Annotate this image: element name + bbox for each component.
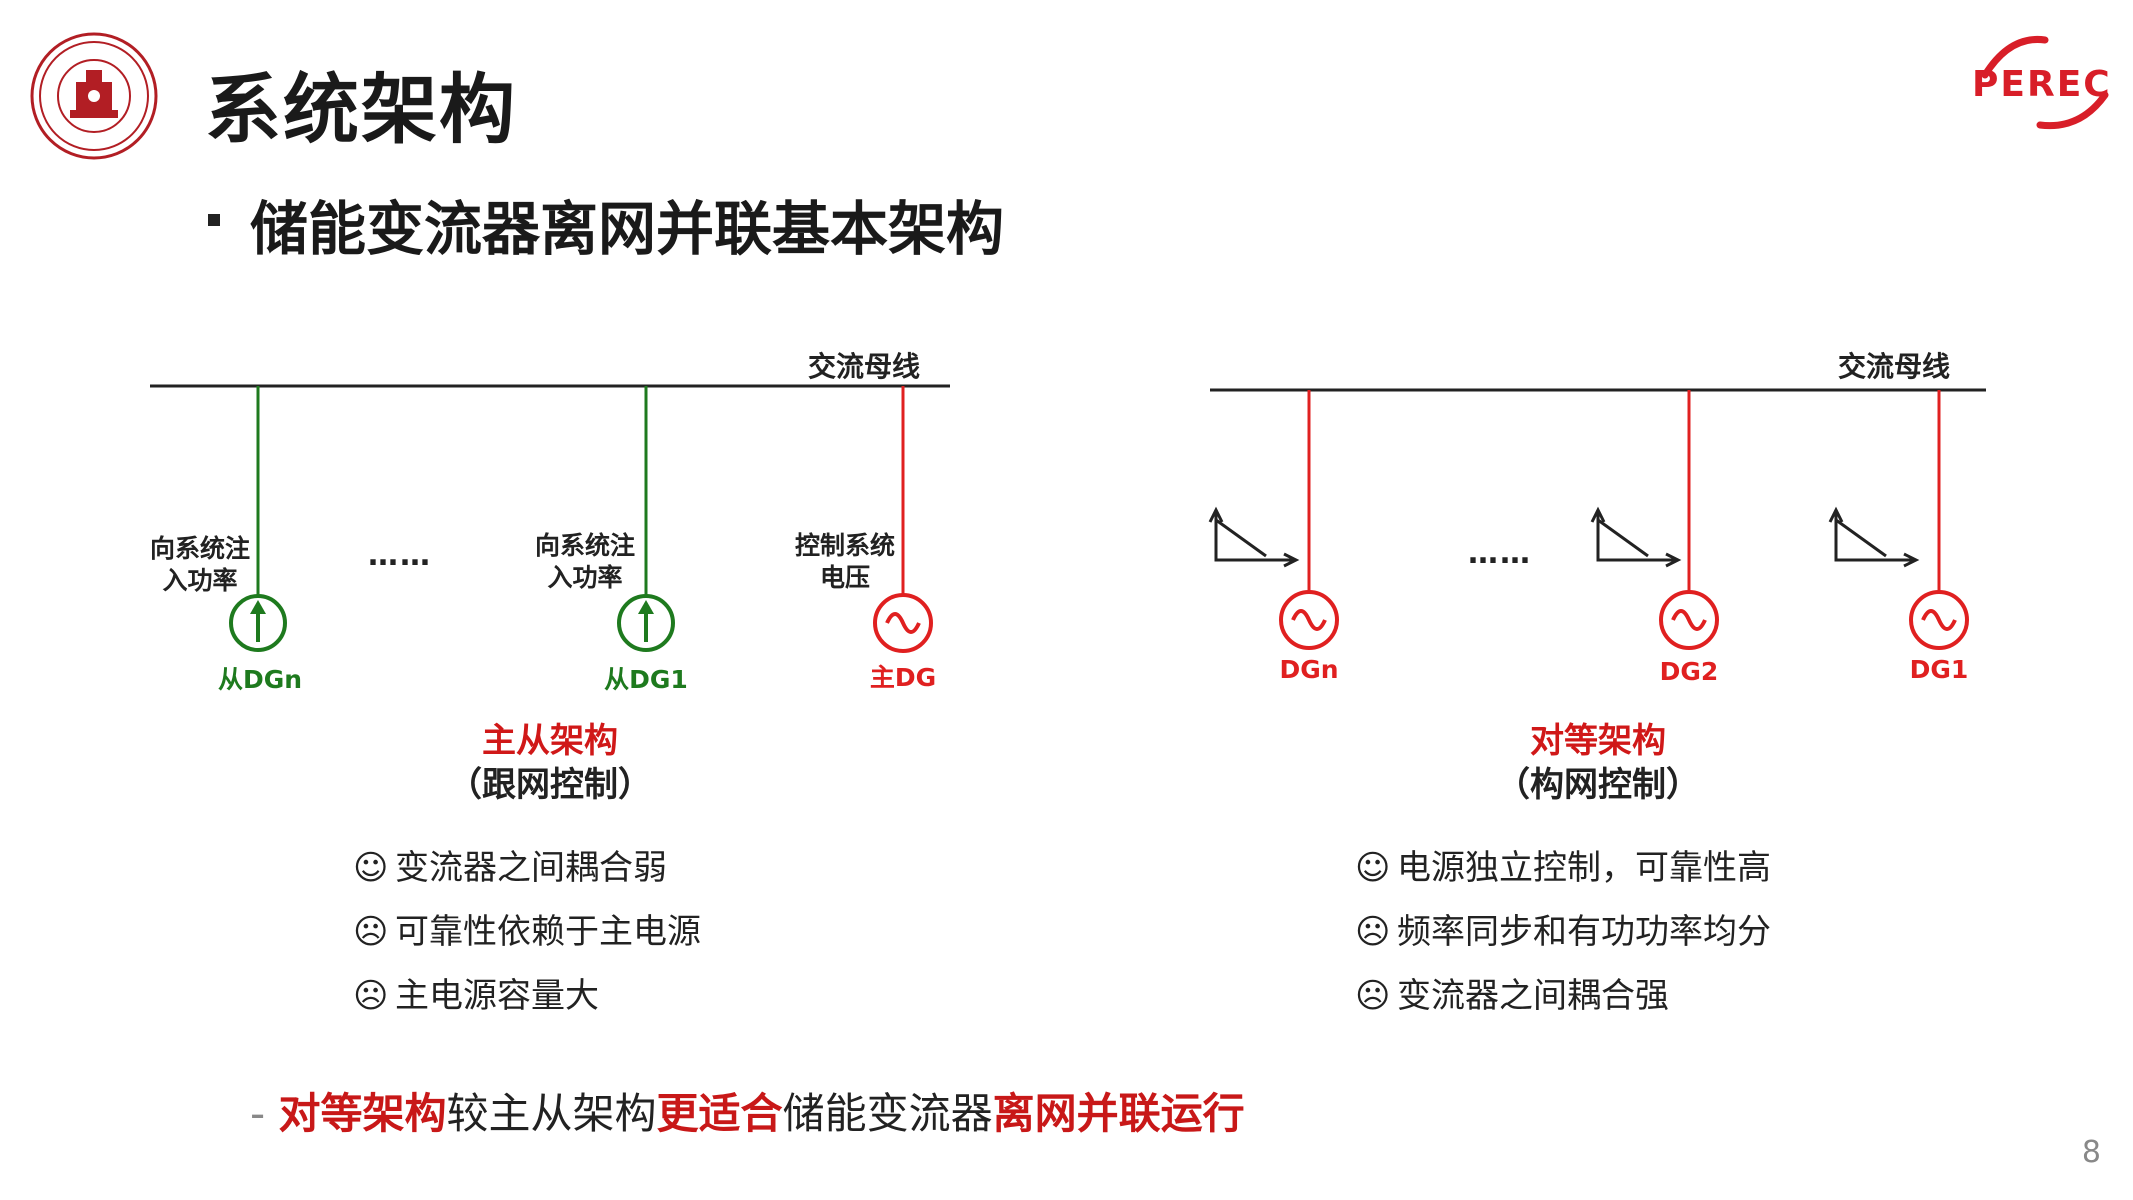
left-unit-1-name: 从DGn bbox=[217, 665, 303, 694]
droop-characteristic-icon bbox=[1828, 506, 1920, 568]
right-point-2: ☹频率同步和有功功率均分 bbox=[1355, 912, 1771, 952]
left-arch-name: 主从架构 bbox=[482, 721, 618, 761]
right-point-1: ☺电源独立控制，可靠性高 bbox=[1355, 848, 1771, 888]
left-unit-1-label: 向系统注 入功率 bbox=[149, 534, 250, 595]
page-number: 8 bbox=[2081, 1135, 2101, 1170]
left-unit-2-label: 向系统注 入功率 bbox=[534, 531, 635, 592]
right-ellipsis: …… bbox=[1468, 536, 1532, 571]
droop-characteristic-icon bbox=[1208, 506, 1300, 568]
smile-icon: ☺ bbox=[1355, 848, 1391, 888]
perec-logo-icon bbox=[1981, 35, 2109, 130]
frown-icon: ☹ bbox=[353, 976, 389, 1016]
right-unit-2-name: DG2 bbox=[1659, 657, 1719, 686]
left-ellipsis: …… bbox=[368, 538, 432, 573]
peer-to-peer-diagram bbox=[1208, 388, 1986, 650]
left-unit-3-name: 主DG bbox=[869, 663, 937, 692]
left-bus-label: 交流母线 bbox=[808, 350, 921, 383]
right-unit-1-name: DGn bbox=[1279, 655, 1339, 684]
perec-logo-text: PEREC bbox=[1972, 64, 2112, 105]
right-point-3: ☹变流器之间耦合强 bbox=[1355, 976, 1669, 1016]
left-unit-2-name: 从DG1 bbox=[604, 665, 688, 694]
left-arch-sub: （跟网控制） bbox=[448, 765, 652, 805]
right-arch-sub: （构网控制） bbox=[1496, 765, 1700, 805]
right-arch-name: 对等架构 bbox=[1530, 721, 1666, 761]
right-bus-label: 交流母线 bbox=[1838, 350, 1951, 383]
frown-icon: ☹ bbox=[1355, 976, 1391, 1016]
left-unit-3-label: 控制系统 电压 bbox=[794, 531, 895, 592]
frown-icon: ☹ bbox=[1355, 912, 1391, 952]
bullet-icon bbox=[208, 214, 220, 226]
left-point-1: ☺变流器之间耦合弱 bbox=[353, 848, 667, 888]
left-point-2: ☹可靠性依赖于主电源 bbox=[353, 912, 701, 952]
frown-icon: ☹ bbox=[353, 912, 389, 952]
right-unit-3-name: DG1 bbox=[1909, 655, 1969, 684]
left-point-3: ☹主电源容量大 bbox=[353, 976, 599, 1016]
university-seal-icon bbox=[30, 32, 158, 160]
page-title: 系统架构 bbox=[205, 65, 517, 154]
master-slave-diagram bbox=[150, 384, 950, 653]
page-subtitle: 储能变流器离网并联基本架构 bbox=[250, 195, 1005, 263]
smile-icon: ☺ bbox=[353, 848, 389, 888]
conclusion-line: - 对等架构较主从架构更适合储能变流器离网并联运行 bbox=[250, 1089, 1245, 1138]
droop-characteristic-icon bbox=[1590, 506, 1682, 568]
